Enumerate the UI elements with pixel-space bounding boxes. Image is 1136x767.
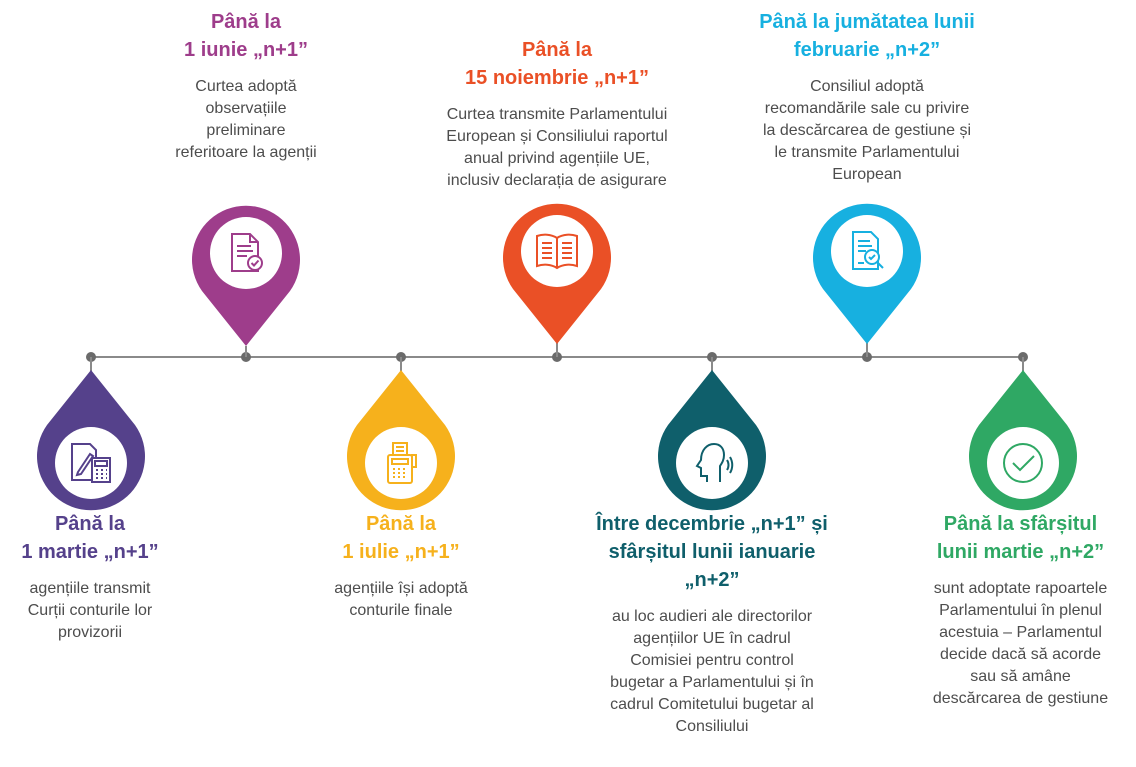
stem-7 <box>1022 357 1024 371</box>
desc-line: Parlamentului în plenul <box>939 602 1102 619</box>
milestone-heading: Până la sfârșitul lunii martie „n+2” <box>903 510 1136 566</box>
milestone-1: Până la 1 martie „n+1” agențiile transmi… <box>0 510 180 644</box>
stem-4 <box>556 343 558 357</box>
heading-line: Până la <box>54 513 126 535</box>
stem-6 <box>866 343 868 357</box>
stem-5 <box>711 357 713 371</box>
desc-line: observațiile <box>205 100 287 117</box>
desc-line: preliminare <box>206 122 286 139</box>
pin-milestone-1 <box>31 370 151 511</box>
heading-line: Până la <box>210 11 282 33</box>
desc-line: agențiile transmit <box>29 580 151 597</box>
milestone-7: Până la sfârșitul lunii martie „n+2” sun… <box>903 510 1136 710</box>
heading-line: 1 martie „n+1” <box>21 541 159 563</box>
milestone-4: Până la 15 noiembrie „n+1” Curtea transm… <box>407 36 707 192</box>
milestone-heading: Între decembrie „n+1” și sfârșitul lunii… <box>567 510 857 594</box>
calculator-document-icon <box>55 427 127 499</box>
milestone-description: au loc audieri ale directorilor agențiil… <box>567 606 857 738</box>
milestone-heading: Până la 15 noiembrie „n+1” <box>407 36 707 92</box>
milestone-heading: Până la 1 martie „n+1” <box>0 510 180 566</box>
desc-line: cadrul Comitetului bugetar al <box>610 696 814 713</box>
desc-line: Curtea adoptă <box>195 78 297 95</box>
heading-line: Între decembrie „n+1” și <box>596 513 828 535</box>
desc-line: inclusiv declarația de asigurare <box>447 172 667 189</box>
timeline-tick <box>552 352 562 362</box>
milestone-description: Curtea transmite Parlamentului European … <box>407 104 707 192</box>
heading-line: Până la jumătatea lunii <box>759 11 975 33</box>
milestone-2: Până la 1 iunie „n+1” Curtea adoptă obse… <box>146 8 346 164</box>
pin-milestone-6 <box>807 203 927 344</box>
heading-line: lunii martie „n+2” <box>936 541 1105 563</box>
heading-line: februarie „n+2” <box>793 39 941 61</box>
desc-line: conturile finale <box>349 602 453 619</box>
desc-line: sunt adoptate rapoartele <box>933 580 1108 597</box>
stem-3 <box>400 357 402 371</box>
desc-line: le transmite Parlamentului <box>774 144 960 161</box>
desc-line: agențiilor UE în cadrul <box>633 630 791 647</box>
desc-line: European și Consiliului raportul <box>446 128 668 145</box>
desc-line: acestuia – Parlamentul <box>939 624 1102 641</box>
desc-line: Curtea transmite Parlamentului <box>446 106 668 123</box>
heading-line: Până la <box>521 39 593 61</box>
heading-line: „n+2” <box>684 569 740 591</box>
desc-line: agențiile își adoptă <box>334 580 468 597</box>
milestone-description: sunt adoptate rapoartele Parlamentului î… <box>903 578 1136 710</box>
open-book-icon <box>521 215 593 287</box>
timeline-tick <box>241 352 251 362</box>
document-search-icon <box>831 215 903 287</box>
pin-milestone-5 <box>652 370 772 511</box>
adding-machine-icon <box>365 427 437 499</box>
desc-line: European <box>832 166 902 183</box>
pin-milestone-4 <box>497 203 617 344</box>
document-check-icon <box>210 217 282 289</box>
desc-line: anual privind agențiile UE, <box>464 150 650 167</box>
pin-milestone-7 <box>963 370 1083 511</box>
milestone-5: Între decembrie „n+1” și sfârșitul lunii… <box>567 510 857 738</box>
desc-line: bugetar a Parlamentului și în <box>610 674 814 691</box>
desc-line: descărcarea de gestiune <box>932 690 1109 707</box>
milestone-description: Curtea adoptă observațiile preliminare r… <box>146 76 346 164</box>
desc-line: provizorii <box>57 624 122 641</box>
milestone-description: Consiliul adoptă recomandările sale cu p… <box>717 76 1017 186</box>
desc-line: la descărcarea de gestiune și <box>762 122 972 139</box>
heading-line: Până la <box>365 513 437 535</box>
desc-line: Comisiei pentru control <box>630 652 794 669</box>
desc-line: Consiliul adoptă <box>810 78 924 95</box>
milestone-description: agențiile transmit Curții conturile lor … <box>0 578 180 644</box>
stem-1 <box>90 357 92 371</box>
heading-line: 1 iunie „n+1” <box>184 39 308 61</box>
milestone-6: Până la jumătatea lunii februarie „n+2” … <box>717 8 1017 186</box>
check-circle-icon <box>987 427 1059 499</box>
milestone-description: agențiile își adoptă conturile finale <box>311 578 491 622</box>
speaking-head-icon <box>676 427 748 499</box>
desc-line: Consiliului <box>675 718 749 735</box>
pin-milestone-3 <box>341 370 461 511</box>
heading-line: 15 noiembrie „n+1” <box>465 67 649 89</box>
heading-line: sfârșitul lunii ianuarie <box>608 541 816 563</box>
milestone-heading: Până la 1 iunie „n+1” <box>146 8 346 64</box>
desc-line: sau să amâne <box>970 668 1071 685</box>
milestone-3: Până la 1 iulie „n+1” agențiile își adop… <box>311 510 491 622</box>
timeline-tick <box>862 352 872 362</box>
desc-line: referitoare la agenții <box>175 144 317 161</box>
heading-line: Până la sfârșitul <box>943 513 1098 535</box>
desc-line: decide dacă să acorde <box>940 646 1101 663</box>
stem-2 <box>245 346 247 357</box>
desc-line: recomandările sale cu privire <box>764 100 970 117</box>
milestone-heading: Până la jumătatea lunii februarie „n+2” <box>717 8 1017 64</box>
heading-line: 1 iulie „n+1” <box>342 541 460 563</box>
milestone-heading: Până la 1 iulie „n+1” <box>311 510 491 566</box>
desc-line: Curții conturile lor <box>27 602 153 619</box>
desc-line: au loc audieri ale directorilor <box>611 608 813 625</box>
pin-milestone-2 <box>186 205 306 346</box>
